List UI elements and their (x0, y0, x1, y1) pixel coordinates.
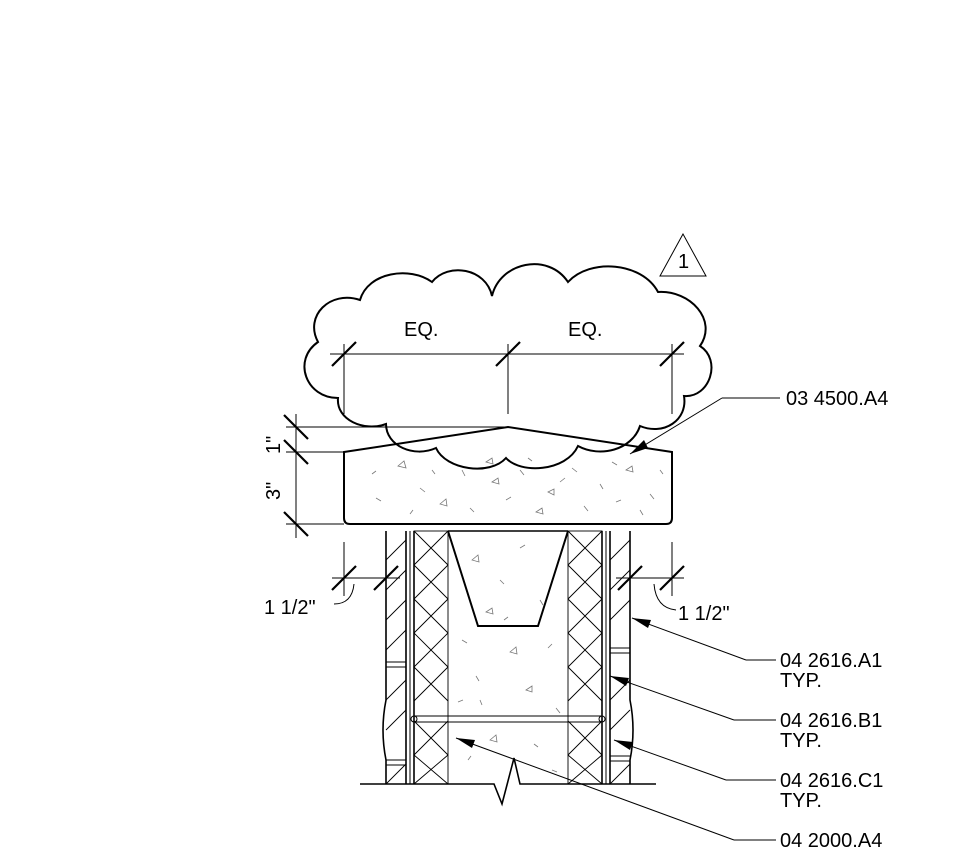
callout-note: TYP. (780, 730, 822, 752)
callout-code: 04 2000.A4 (780, 830, 882, 852)
brick-hatch-left (385, 539, 407, 785)
insulation-left (413, 530, 449, 785)
callout-note: TYP. (780, 670, 822, 692)
revision-triangle: 1 (659, 232, 707, 277)
eq-label-left: EQ. (404, 319, 438, 341)
brick-hatch-right (609, 539, 631, 785)
height-label-cap: 3" (263, 482, 285, 500)
callout-code: 04 2616.A1 (780, 650, 882, 672)
height-label-top: 1" (263, 436, 285, 454)
height-dimension: 1" 3" (263, 414, 508, 538)
revision-number: 1 (678, 251, 689, 273)
overhang-label-right: 1 1/2" (678, 603, 730, 625)
insulation-right (567, 530, 603, 785)
eq-dimension: EQ. EQ. (330, 319, 685, 414)
callout-code: 04 2616.B1 (780, 710, 882, 732)
callout-code: 04 2616.C1 (780, 770, 883, 792)
callout-code: 03 4500.A4 (786, 388, 888, 410)
callout-note: TYP. (780, 790, 822, 812)
precast-cap (343, 425, 673, 525)
callout-leaders (455, 397, 780, 841)
eq-label-right: EQ. (568, 319, 602, 341)
wall-section (360, 530, 656, 807)
overhang-label-left: 1 1/2" (264, 597, 316, 619)
overhang-dimension: 1 1/2" 1 1/2" (264, 542, 730, 625)
revision-cloud (303, 263, 713, 470)
callout-labels: 03 4500.A4 04 2616.A1 TYP. 04 2616.B1 TY… (780, 388, 888, 852)
